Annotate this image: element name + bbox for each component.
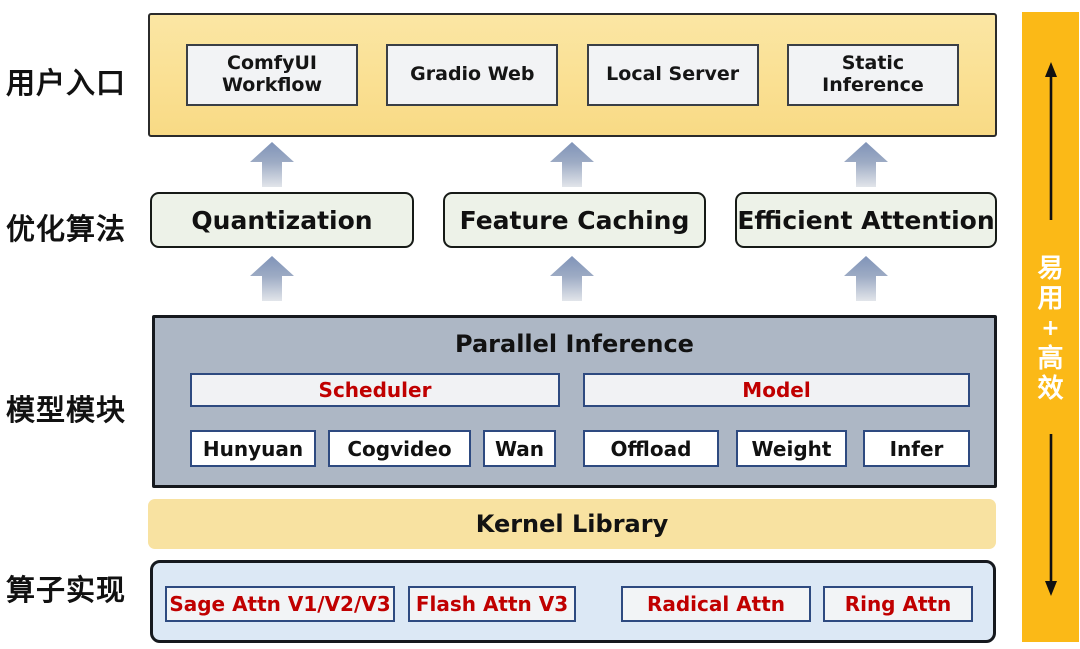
row-label-model-modules: 模型模块 bbox=[6, 393, 127, 427]
up-arrow-icon bbox=[550, 142, 594, 187]
up-arrow-icon bbox=[844, 142, 888, 187]
up-arrow-icon bbox=[250, 256, 294, 301]
chip-flash-attn: Flash Attn V3 bbox=[408, 586, 576, 622]
scheduler-header: Scheduler bbox=[190, 373, 560, 407]
chip-label: Static Inference bbox=[822, 52, 924, 96]
chip-cogvideo: Cogvideo bbox=[328, 430, 471, 467]
chip-static-inference: Static Inference bbox=[786, 44, 959, 106]
chip-wan: Wan bbox=[483, 430, 556, 467]
chip-hunyuan: Hunyuan bbox=[190, 430, 316, 467]
chip-weight: Weight bbox=[736, 430, 847, 467]
chip-label: Local Server bbox=[606, 63, 740, 86]
row-label-optimization: 优化算法 bbox=[6, 212, 127, 246]
arrow-down-icon bbox=[1044, 434, 1057, 596]
chip-gradio-web: Gradio Web bbox=[386, 44, 559, 106]
row-label-user-entry: 用户入口 bbox=[6, 66, 127, 100]
chip-offload: Offload bbox=[583, 430, 719, 467]
optimization-efficient-attention: Efficient Attention bbox=[735, 192, 997, 248]
side-bar-char: 用 bbox=[1037, 284, 1064, 314]
row-label-operators: 算子实现 bbox=[6, 573, 127, 607]
chip-label: ComfyUI Workflow bbox=[221, 52, 323, 96]
chip-label: Gradio Web bbox=[410, 63, 535, 86]
model-header: Model bbox=[583, 373, 970, 407]
chip-radical-attn: Radical Attn bbox=[621, 586, 811, 622]
up-arrow-icon bbox=[250, 142, 294, 187]
chip-comfyui-workflow: ComfyUI Workflow bbox=[186, 44, 358, 106]
panel-title: Parallel Inference bbox=[455, 330, 694, 358]
side-bar-char: + bbox=[1041, 316, 1060, 341]
up-arrow-icon bbox=[844, 256, 888, 301]
parallel-inference-panel: Parallel Inference Scheduler Model Hunyu… bbox=[152, 315, 997, 488]
chip-sage-attn: Sage Attn V1/V2/V3 bbox=[165, 586, 395, 622]
chip-local-server: Local Server bbox=[586, 44, 759, 106]
optimization-quantization: Quantization bbox=[150, 192, 414, 248]
chip-ring-attn: Ring Attn bbox=[823, 586, 973, 622]
side-bar-text: 易 用 + 高 效 bbox=[1037, 254, 1063, 404]
side-bar-char: 效 bbox=[1037, 374, 1064, 404]
side-bar-char: 易 bbox=[1037, 254, 1064, 284]
side-bar-easy-efficient: 易 用 + 高 效 bbox=[1022, 12, 1079, 642]
chip-infer: Infer bbox=[863, 430, 970, 467]
side-bar-char: 高 bbox=[1037, 344, 1064, 374]
optimization-feature-caching: Feature Caching bbox=[443, 192, 706, 248]
kernel-library-band: Kernel Library bbox=[148, 499, 996, 549]
user-entry-band: ComfyUI Workflow Gradio Web Local Server… bbox=[148, 13, 997, 137]
up-arrow-icon bbox=[550, 256, 594, 301]
operators-panel: Sage Attn V1/V2/V3 Flash Attn V3 Radical… bbox=[150, 560, 996, 643]
arrow-up-icon bbox=[1044, 62, 1057, 220]
